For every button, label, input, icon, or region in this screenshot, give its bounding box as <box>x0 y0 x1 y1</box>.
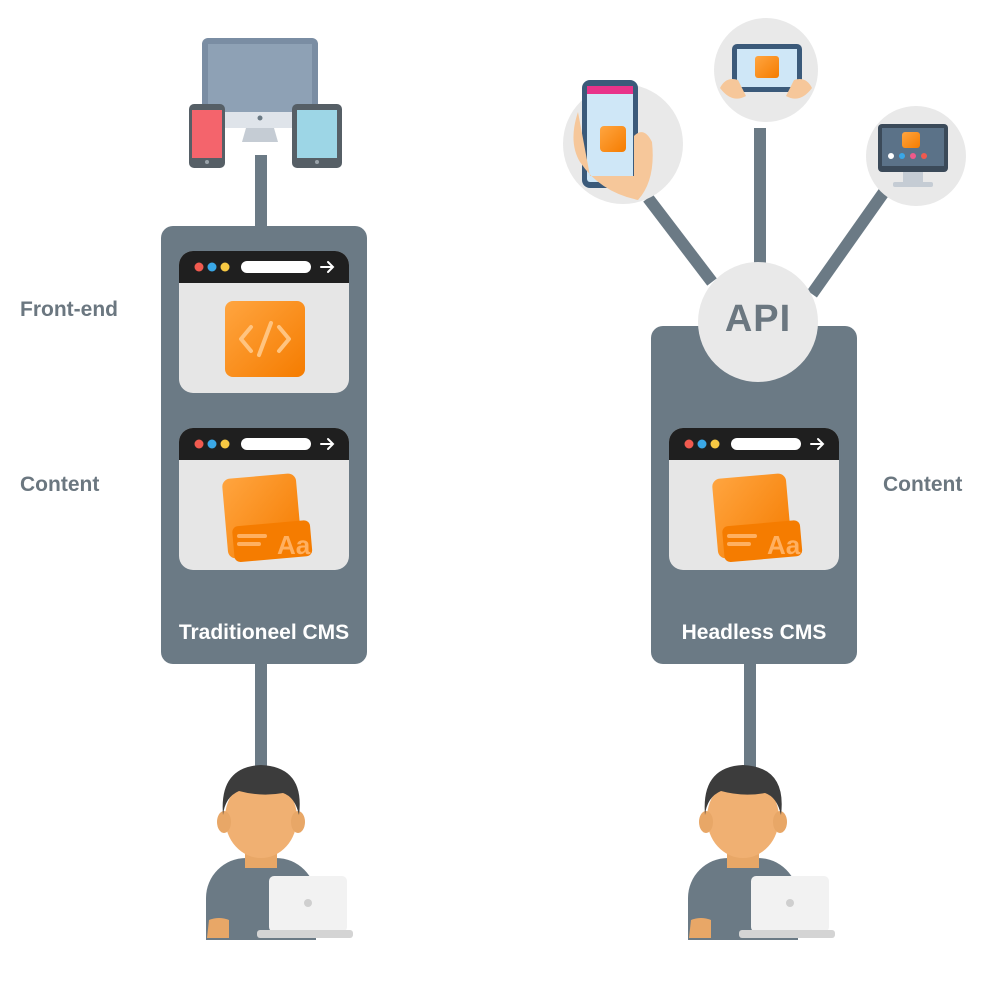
content-browser-window-left <box>178 427 350 571</box>
devices-icon <box>189 38 342 168</box>
content-label-right: Content <box>883 473 963 496</box>
connector-user-left <box>255 662 267 774</box>
user-right-icon <box>688 765 835 940</box>
content-browser-window-right <box>668 427 840 571</box>
desktop-icon <box>866 106 966 206</box>
traditional-cms-title: Traditioneel CMS <box>178 621 350 644</box>
connector-desktop <box>807 188 889 298</box>
code-icon <box>225 301 305 377</box>
api-circle <box>698 262 818 382</box>
connector-phone <box>643 194 717 286</box>
tablet-icon <box>714 18 818 122</box>
headless-cms-title: Headless CMS <box>681 621 827 644</box>
front-end-label: Front-end <box>20 298 118 321</box>
front-end-browser-window <box>178 250 350 394</box>
user-left-icon <box>206 765 353 940</box>
connector-user-right <box>744 662 756 774</box>
content-label-left: Content <box>20 473 100 496</box>
api-label: API <box>724 298 792 340</box>
smartphone-icon <box>563 80 683 204</box>
connector-devices <box>255 155 267 227</box>
